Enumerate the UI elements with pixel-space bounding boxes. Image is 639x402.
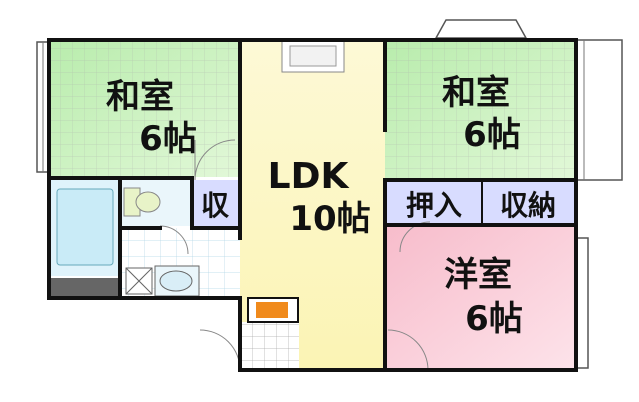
storage-oshiire: [386, 182, 482, 224]
storage-label-shuunou: 収納: [500, 189, 556, 222]
wash-counter: [49, 278, 119, 296]
room-name-youshitsu: 洋室: [444, 255, 512, 295]
walls: [47, 38, 578, 372]
room-size-right: 6帖: [463, 115, 521, 155]
room-size-youshitsu: 6帖: [465, 299, 523, 339]
bay-window: [434, 19, 528, 39]
storage-label-oshiire: 押入: [406, 189, 462, 222]
room-name-right: 和室: [442, 73, 510, 113]
storage-shuunou: [483, 182, 575, 224]
room-name-ldk: LDK: [268, 156, 350, 197]
room-youshitsu: [385, 225, 576, 370]
room-size-left: 6帖: [139, 119, 197, 159]
room-name-left: 和室: [106, 77, 174, 117]
balcony-right-top: [575, 39, 623, 181]
storage-label-shuu: 収: [201, 189, 230, 222]
room-size-ldk: 10帖: [289, 199, 370, 239]
storage-shuu: [192, 180, 238, 226]
water-heater: [256, 302, 288, 318]
